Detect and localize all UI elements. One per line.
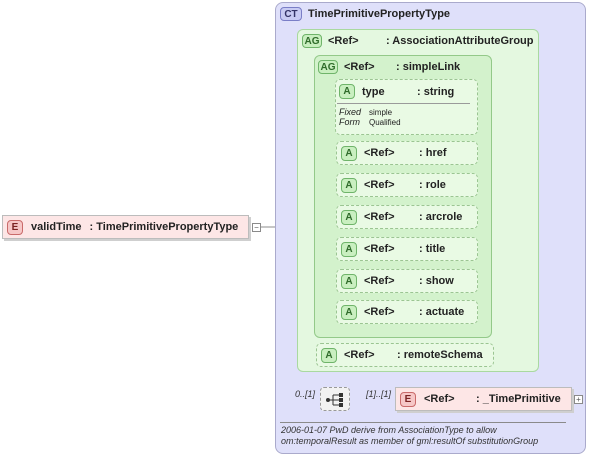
attribute-ref: <Ref>: [364, 275, 395, 287]
attribute-group-association-header[interactable]: AG <Ref> : AssociationAttributeGroup: [302, 34, 533, 48]
attribute-group-ref: <Ref>: [344, 61, 375, 73]
attribute-type-separator: [337, 103, 470, 104]
attribute-badge: A: [341, 209, 357, 225]
attribute-ref: <Ref>: [364, 211, 395, 223]
attribute-type-type: : string: [417, 85, 455, 98]
attribute-group-ref: <Ref>: [328, 35, 359, 47]
element-valid-time[interactable]: E validTime : TimePrimitivePropertyType: [2, 215, 249, 239]
attribute-title[interactable]: A <Ref> : title: [336, 237, 478, 261]
attribute-type-fixed: Fixed simple: [339, 107, 392, 118]
sequence-icon: [326, 393, 343, 407]
attribute-ref: <Ref>: [344, 349, 375, 361]
fixed-label: Fixed: [339, 107, 362, 117]
attribute-ref: <Ref>: [364, 147, 395, 159]
annotation-separator: [280, 422, 566, 423]
attribute-badge: A: [321, 347, 337, 363]
attribute-badge: A: [341, 145, 357, 161]
attribute-ref: <Ref>: [364, 306, 395, 318]
element-ref: <Ref>: [424, 393, 455, 405]
element-badge: E: [400, 391, 416, 407]
attribute-group-simplelink-header[interactable]: AG <Ref> : simpleLink: [318, 60, 460, 74]
fixed-value: simple: [369, 108, 393, 117]
form-label: Form: [339, 117, 360, 127]
sequence-cardinality-before: 0..[1]: [295, 389, 316, 399]
sequence-compositor-icon[interactable]: [320, 387, 350, 411]
complex-type-badge: CT: [280, 7, 302, 21]
attribute-group-name: : simpleLink: [396, 61, 461, 73]
attribute-type-form: Form Qualified: [339, 117, 401, 128]
attribute-name: : title: [419, 243, 446, 255]
element-time-primitive[interactable]: E <Ref> : _TimePrimitive: [395, 387, 572, 411]
complex-type-header: CT TimePrimitivePropertyType: [280, 6, 450, 22]
element-type: : TimePrimitivePropertyType: [89, 221, 239, 233]
expand-toggle[interactable]: +: [574, 395, 583, 404]
annotation-note: 2006-01-07 PwD derive from AssociationTy…: [281, 425, 581, 447]
attribute-actuate[interactable]: A <Ref> : actuate: [336, 300, 478, 324]
form-value: Qualified: [369, 118, 401, 127]
attribute-name: : role: [419, 179, 446, 191]
attribute-href[interactable]: A <Ref> : href: [336, 141, 478, 165]
attribute-show[interactable]: A <Ref> : show: [336, 269, 478, 293]
attribute-badge: A: [341, 304, 357, 320]
attribute-name: : remoteSchema: [397, 349, 483, 361]
collapse-toggle[interactable]: −: [252, 223, 261, 232]
attribute-arcrole[interactable]: A <Ref> : arcrole: [336, 205, 478, 229]
attribute-group-name: : AssociationAttributeGroup: [386, 35, 534, 47]
complex-type-name: TimePrimitivePropertyType: [308, 8, 451, 20]
annotation-line-1: 2006-01-07 PwD derive from AssociationTy…: [281, 425, 497, 435]
element-badge: E: [7, 219, 23, 235]
attribute-badge: A: [339, 84, 355, 99]
attribute-role[interactable]: A <Ref> : role: [336, 173, 478, 197]
annotation-line-2: om:temporalResult as member of gml:resul…: [281, 436, 539, 446]
attribute-badge: A: [341, 241, 357, 257]
attribute-name: : arcrole: [419, 211, 463, 223]
attribute-ref: <Ref>: [364, 179, 395, 191]
element-name: : _TimePrimitive: [476, 393, 561, 405]
attribute-type-name: type: [362, 85, 385, 98]
attribute-type-box[interactable]: [335, 79, 478, 135]
attribute-group-badge: AG: [318, 60, 338, 74]
element-name: validTime: [31, 221, 82, 233]
attribute-ref: <Ref>: [364, 243, 395, 255]
attribute-name: : actuate: [419, 306, 465, 318]
sequence-cardinality-after: [1]..[1]: [366, 389, 392, 399]
attribute-type-header: A type : string: [339, 84, 454, 99]
attribute-group-badge: AG: [302, 34, 322, 48]
attribute-badge: A: [341, 273, 357, 289]
attribute-badge: A: [341, 177, 357, 193]
attribute-name: : href: [419, 147, 447, 159]
attribute-name: : show: [419, 275, 454, 287]
attribute-remote-schema[interactable]: A <Ref> : remoteSchema: [316, 343, 494, 367]
